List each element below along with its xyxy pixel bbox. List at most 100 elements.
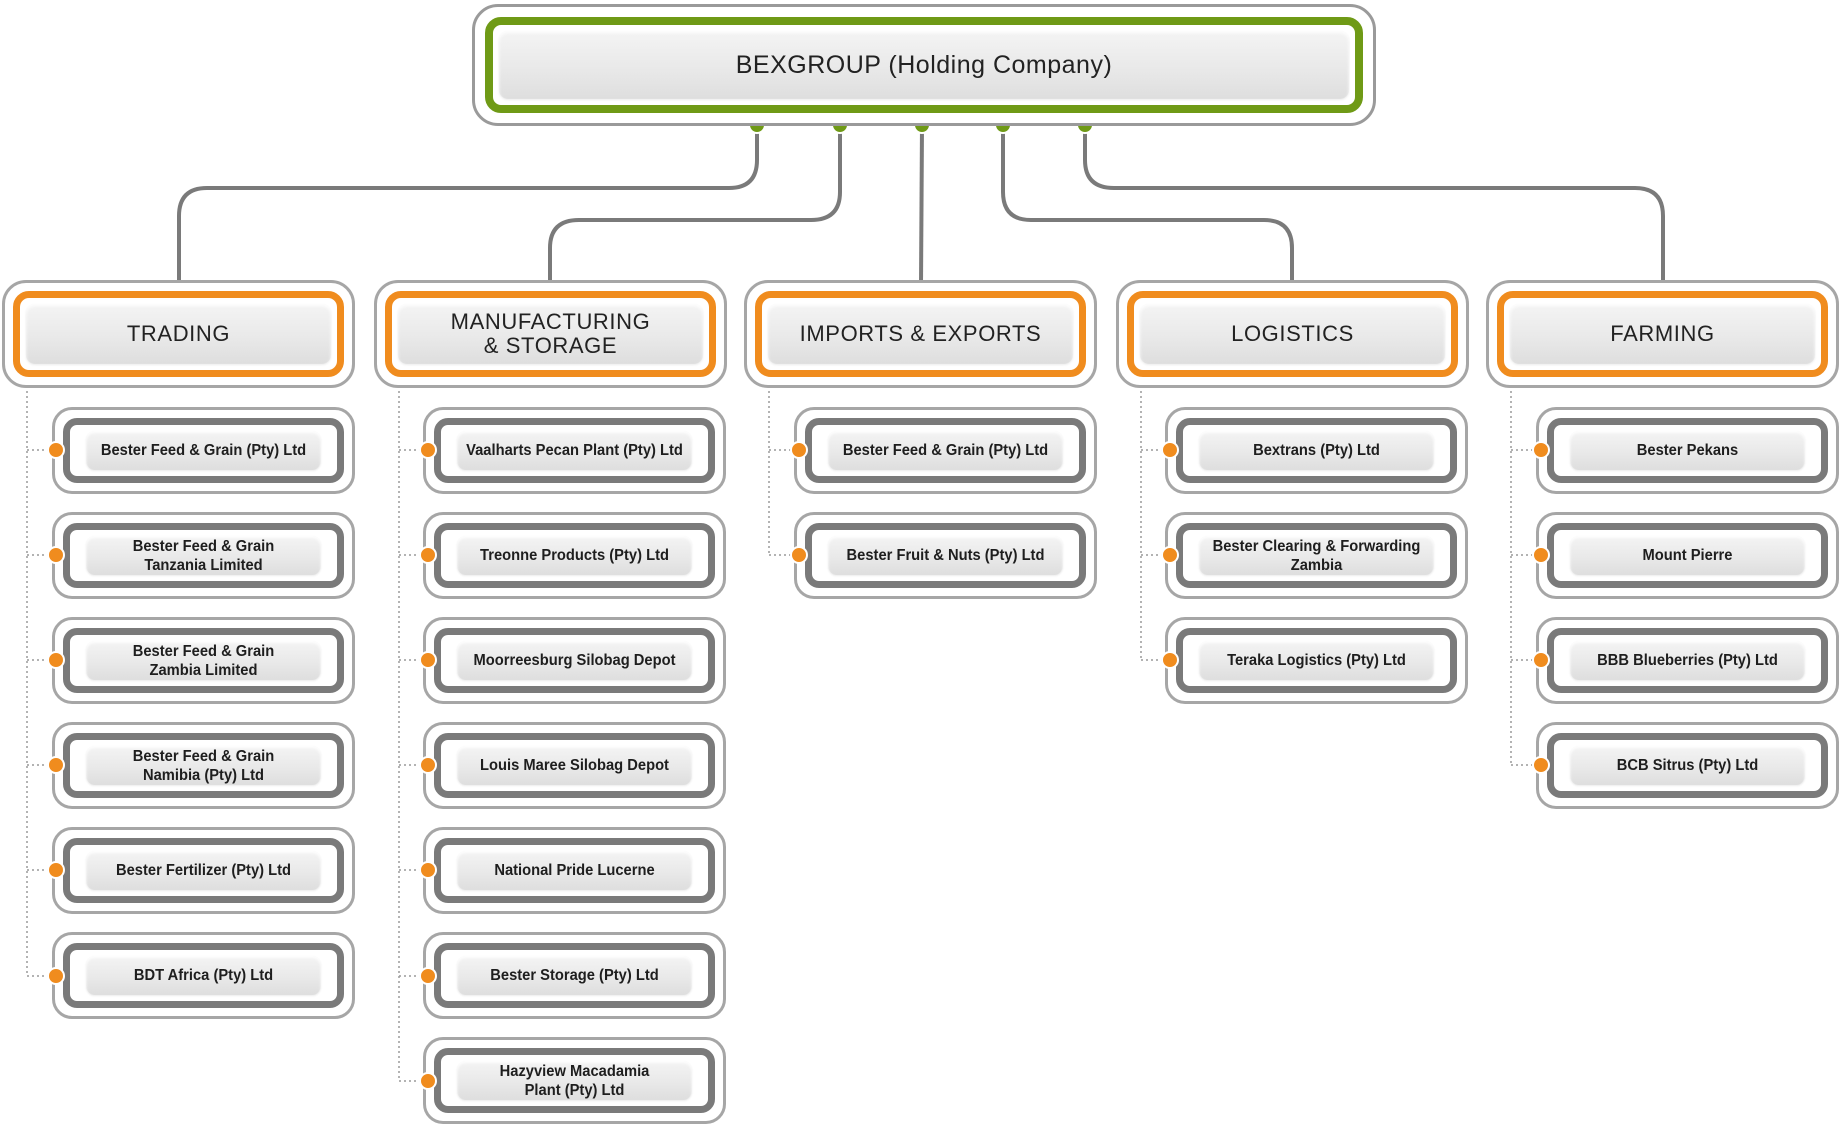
company-node-dot-4-3 [1532, 756, 1550, 774]
company-1-0: Vaalharts Pecan Plant (Pty) Ltd [423, 407, 726, 494]
category-4-ring: FARMING [1497, 291, 1828, 377]
company-1-0-ring: Vaalharts Pecan Plant (Pty) Ltd [434, 418, 715, 483]
company-2-1-label: Bester Fruit & Nuts (Pty) Ltd [828, 536, 1063, 575]
company-3-2-ring: Teraka Logistics (Pty) Ltd [1176, 628, 1457, 693]
category-0: TRADING [2, 280, 355, 388]
company-node-dot-0-0 [47, 441, 65, 459]
company-4-0-ring: Bester Pekans [1547, 418, 1828, 483]
category-1-frame: MANUFACTURING & STORAGE [374, 280, 727, 388]
company-4-3: BCB Sitrus (Pty) Ltd [1536, 722, 1839, 809]
company-node-dot-0-4 [47, 861, 65, 879]
company-1-5: Bester Storage (Pty) Ltd [423, 932, 726, 1019]
company-0-5-label: BDT Africa (Pty) Ltd [86, 956, 321, 995]
root-connector-2 [919, 124, 924, 286]
company-4-3-ring: BCB Sitrus (Pty) Ltd [1547, 733, 1828, 798]
company-0-2-ring: Bester Feed & Grain Zambia Limited [63, 628, 344, 693]
company-4-1-label: Mount Pierre [1570, 536, 1805, 575]
company-2-0-frame: Bester Feed & Grain (Pty) Ltd [794, 407, 1097, 494]
company-4-2: BBB Blueberries (Pty) Ltd [1536, 617, 1839, 704]
company-4-1-frame: Mount Pierre [1536, 512, 1839, 599]
company-0-2-frame: Bester Feed & Grain Zambia Limited [52, 617, 355, 704]
root-connector-3 [1001, 125, 1294, 285]
company-node-dot-4-1 [1532, 546, 1550, 564]
root-connector-4 [1083, 125, 1665, 285]
company-4-0: Bester Pekans [1536, 407, 1839, 494]
holding-company-node: BEXGROUP (Holding Company) [472, 4, 1376, 126]
root-connector-0 [177, 125, 759, 285]
company-1-4-frame: National Pride Lucerne [423, 827, 726, 914]
company-node-dot-2-0 [790, 441, 808, 459]
company-3-0: Bextrans (Pty) Ltd [1165, 407, 1468, 494]
category-2-ring: IMPORTS & EXPORTS [755, 291, 1086, 377]
category-2-frame: IMPORTS & EXPORTS [744, 280, 1097, 388]
company-1-3-frame: Louis Maree Silobag Depot [423, 722, 726, 809]
company-0-2-label: Bester Feed & Grain Zambia Limited [86, 641, 321, 680]
company-4-3-label: BCB Sitrus (Pty) Ltd [1570, 746, 1805, 785]
company-4-0-label: Bester Pekans [1570, 431, 1805, 470]
company-0-0-frame: Bester Feed & Grain (Pty) Ltd [52, 407, 355, 494]
company-3-1-frame: Bester Clearing & Forwarding Zambia [1165, 512, 1468, 599]
company-0-5-frame: BDT Africa (Pty) Ltd [52, 932, 355, 1019]
category-0-label: TRADING [26, 304, 331, 364]
company-0-3-label: Bester Feed & Grain Namibia (Pty) Ltd [86, 746, 321, 785]
company-4-2-frame: BBB Blueberries (Pty) Ltd [1536, 617, 1839, 704]
company-0-4-label: Bester Fertilizer (Pty) Ltd [86, 851, 321, 890]
company-0-5: BDT Africa (Pty) Ltd [52, 932, 355, 1019]
company-node-dot-0-5 [47, 967, 65, 985]
company-4-1: Mount Pierre [1536, 512, 1839, 599]
company-0-2: Bester Feed & Grain Zambia Limited [52, 617, 355, 704]
company-1-1-label: Treonne Products (Pty) Ltd [457, 536, 692, 575]
company-1-2-ring: Moorreesburg Silobag Depot [434, 628, 715, 693]
company-2-1-ring: Bester Fruit & Nuts (Pty) Ltd [805, 523, 1086, 588]
company-3-0-ring: Bextrans (Pty) Ltd [1176, 418, 1457, 483]
company-1-6-label: Hazyview Macadamia Plant (Pty) Ltd [457, 1061, 692, 1100]
category-3-frame: LOGISTICS [1116, 280, 1469, 388]
category-2-label: IMPORTS & EXPORTS [768, 304, 1073, 364]
company-3-0-frame: Bextrans (Pty) Ltd [1165, 407, 1468, 494]
company-node-dot-2-1 [790, 546, 808, 564]
company-4-2-ring: BBB Blueberries (Pty) Ltd [1547, 628, 1828, 693]
company-node-dot-3-2 [1161, 651, 1179, 669]
company-node-dot-4-2 [1532, 651, 1550, 669]
category-3-ring: LOGISTICS [1127, 291, 1458, 377]
company-node-dot-1-1 [419, 546, 437, 564]
company-1-1-ring: Treonne Products (Pty) Ltd [434, 523, 715, 588]
company-1-5-frame: Bester Storage (Pty) Ltd [423, 932, 726, 1019]
company-1-4-ring: National Pride Lucerne [434, 838, 715, 903]
company-1-5-ring: Bester Storage (Pty) Ltd [434, 943, 715, 1008]
company-node-dot-4-0 [1532, 441, 1550, 459]
company-2-0-label: Bester Feed & Grain (Pty) Ltd [828, 431, 1063, 470]
company-1-4: National Pride Lucerne [423, 827, 726, 914]
category-4: FARMING [1486, 280, 1839, 388]
company-1-6: Hazyview Macadamia Plant (Pty) Ltd [423, 1037, 726, 1124]
company-3-1-ring: Bester Clearing & Forwarding Zambia [1176, 523, 1457, 588]
company-0-1-label: Bester Feed & Grain Tanzania Limited [86, 536, 321, 575]
company-0-0-label: Bester Feed & Grain (Pty) Ltd [86, 431, 321, 470]
category-4-frame: FARMING [1486, 280, 1839, 388]
company-3-1-label: Bester Clearing & Forwarding Zambia [1199, 536, 1434, 575]
category-0-frame: TRADING [2, 280, 355, 388]
category-0-ring: TRADING [13, 291, 344, 377]
holding-company-title: BEXGROUP (Holding Company) [499, 31, 1349, 99]
holding-company-ring: BEXGROUP (Holding Company) [485, 17, 1363, 113]
category-3: LOGISTICS [1116, 280, 1469, 388]
company-node-dot-1-0 [419, 441, 437, 459]
company-1-3-label: Louis Maree Silobag Depot [457, 746, 692, 785]
company-node-dot-3-1 [1161, 546, 1179, 564]
company-0-0: Bester Feed & Grain (Pty) Ltd [52, 407, 355, 494]
company-1-3: Louis Maree Silobag Depot [423, 722, 726, 809]
category-2: IMPORTS & EXPORTS [744, 280, 1097, 388]
company-node-dot-0-3 [47, 756, 65, 774]
company-1-3-ring: Louis Maree Silobag Depot [434, 733, 715, 798]
company-1-2-frame: Moorreesburg Silobag Depot [423, 617, 726, 704]
company-0-1-frame: Bester Feed & Grain Tanzania Limited [52, 512, 355, 599]
company-0-1-ring: Bester Feed & Grain Tanzania Limited [63, 523, 344, 588]
company-1-2: Moorreesburg Silobag Depot [423, 617, 726, 704]
company-node-dot-1-5 [419, 967, 437, 985]
root-connector-1 [548, 125, 842, 285]
company-4-2-label: BBB Blueberries (Pty) Ltd [1570, 641, 1805, 680]
company-0-3: Bester Feed & Grain Namibia (Pty) Ltd [52, 722, 355, 809]
company-0-1: Bester Feed & Grain Tanzania Limited [52, 512, 355, 599]
holding-company-frame: BEXGROUP (Holding Company) [472, 4, 1376, 126]
company-4-0-frame: Bester Pekans [1536, 407, 1839, 494]
